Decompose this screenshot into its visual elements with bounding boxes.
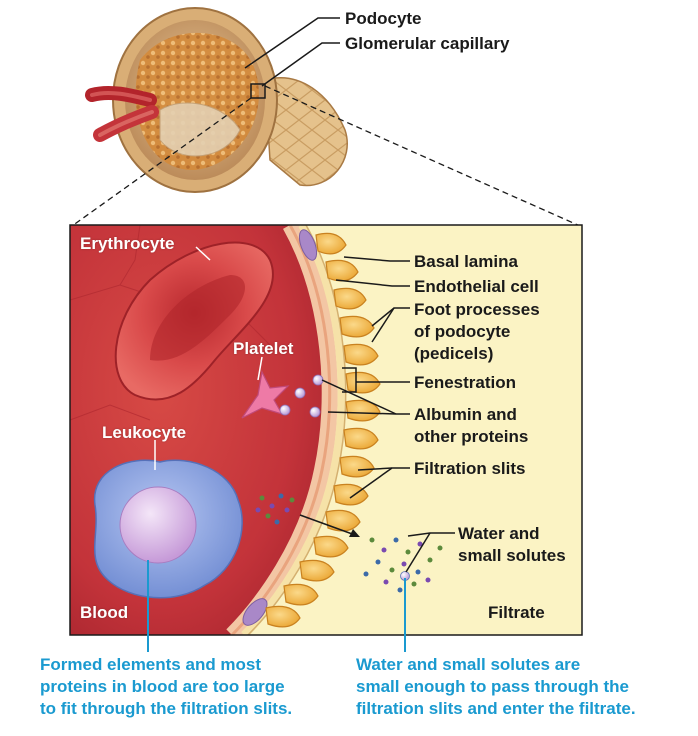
label-podocyte: Podocyte [345, 9, 422, 28]
label-glomerular-capillary: Glomerular capillary [345, 34, 510, 53]
caption-left: Formed elements and most proteins in blo… [40, 654, 292, 720]
label-water-1: Water and [458, 524, 540, 543]
caption-right-line-1: Water and small solutes are [356, 655, 581, 674]
glomerulus-illustration [85, 7, 348, 193]
zoomed-panel [70, 225, 582, 635]
leukocyte-illustration [93, 459, 243, 599]
label-albumin-2: other proteins [414, 427, 529, 446]
top-leader-lines [244, 17, 340, 87]
label-water-2: small solutes [458, 546, 566, 565]
label-fenestration: Fenestration [414, 373, 517, 392]
caption-left-line-1: Formed elements and most [40, 655, 262, 674]
label-filtrate: Filtrate [488, 603, 545, 622]
zoom-lines [71, 85, 581, 227]
erythrocyte-illustration [114, 241, 274, 401]
caption-right-line-3: filtration slits and enter the filtrate. [356, 699, 636, 718]
caption-leader-lines [147, 560, 406, 652]
flow-arrow [299, 514, 360, 537]
label-endothelial-cell: Endothelial cell [414, 277, 539, 296]
label-albumin-1: Albumin and [414, 405, 517, 424]
white-leader-lines [154, 246, 263, 470]
label-foot-processes-3: (pedicels) [414, 344, 494, 363]
label-foot-processes-1: Foot processes [414, 300, 540, 319]
caption-right-line-2: small enough to pass through the [356, 677, 629, 696]
label-leukocyte: Leukocyte [102, 423, 187, 442]
label-basal-lamina: Basal lamina [414, 252, 518, 271]
caption-left-line-3: to fit through the filtration slits. [40, 699, 293, 718]
label-foot-processes-2: of podocyte [414, 322, 511, 341]
label-filtration-slits: Filtration slits [414, 459, 526, 478]
caption-left-line-2: proteins in blood are too large [40, 677, 285, 696]
caption-right: Water and small solutes are small enough… [356, 654, 636, 720]
label-blood: Blood [80, 603, 129, 622]
panel-border [69, 224, 583, 636]
panel-leader-lines [321, 256, 455, 573]
label-platelet: Platelet [233, 339, 294, 358]
platelet-illustration [241, 370, 290, 419]
label-erythrocyte: Erythrocyte [80, 234, 175, 253]
